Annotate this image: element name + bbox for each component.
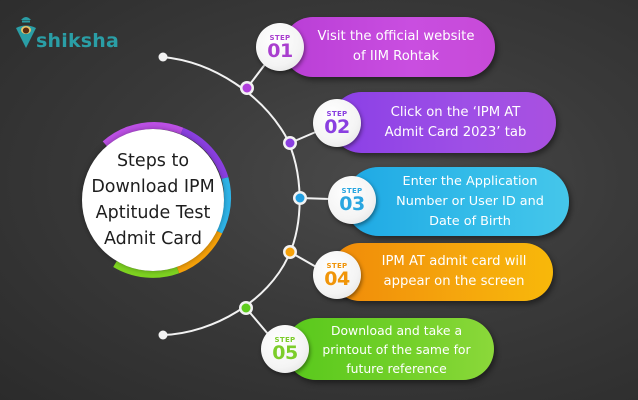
center-title: Steps to Download IPM Aptitude Test Admi… (85, 148, 221, 252)
step-text-line: Number or User ID and (396, 193, 544, 209)
center-title-line: Admit Card (103, 229, 203, 249)
step-05-text: Download and take a printout of the same… (322, 321, 470, 378)
center-title-line: Download IPM (91, 177, 215, 197)
step-text-line: Visit the official website (317, 29, 475, 44)
center-ring (102, 121, 232, 278)
step-02-badge: STEP 02 (313, 99, 361, 147)
center-title-line: Aptitude Test (95, 203, 211, 223)
step-badge-label: STEP (326, 109, 348, 118)
step-text-line: Download and take a (330, 322, 463, 338)
step-text-line: of IIM Rohtak (352, 49, 440, 64)
center-title-circle: Steps to Download IPM Aptitude Test Admi… (82, 129, 224, 271)
step-badge-label: STEP (274, 335, 296, 344)
step-text-line: Admit Card 2023’ tab (384, 124, 527, 140)
timeline-start-dot (158, 52, 168, 62)
step-text-line: future reference (346, 360, 447, 376)
step-badge-number: 03 (339, 192, 365, 215)
step-03-text: Enter the Application Number or User ID … (396, 172, 544, 232)
step-badge-number: 05 (272, 341, 298, 364)
logo-wordmark: shiksha (36, 30, 120, 52)
step-01-card: Visit the official website of IIM Rohtak (283, 17, 495, 77)
step-05-card: Download and take a printout of the same… (285, 318, 494, 380)
step-badge-label: STEP (326, 261, 348, 270)
step-badge-number: 01 (267, 39, 293, 62)
step-02-card: Click on the ‘IPM AT Admit Card 2023’ ta… (331, 92, 556, 153)
timeline-end-dot (158, 330, 168, 340)
shiksha-logo: shiksha (14, 14, 134, 56)
step-text-line: appear on the screen (383, 274, 525, 289)
step-03-card: Enter the Application Number or User ID … (345, 167, 569, 236)
shiksha-pen-nib-icon (16, 17, 36, 48)
step-text-line: Click on the ‘IPM AT (390, 104, 521, 120)
step-01-text: Visit the official website of IIM Rohtak (318, 27, 475, 67)
step-badge-label: STEP (341, 186, 363, 195)
step-05-badge: STEP 05 (261, 325, 309, 373)
center-title-line: Steps to (116, 151, 190, 171)
step-text-line: printout of the same for (322, 341, 471, 357)
step-01-badge: STEP 01 (256, 23, 304, 71)
step-text-line: Date of Birth (429, 213, 511, 229)
step-04-text: IPM AT admit card will appear on the scr… (382, 252, 527, 292)
step-04-card: IPM AT admit card will appear on the scr… (331, 243, 553, 301)
step-badge-number: 02 (324, 115, 350, 138)
timeline-node-dots (239, 81, 307, 315)
step-text-line: Enter the Application (402, 173, 538, 189)
step-04-badge: STEP 04 (313, 251, 361, 299)
step-badge-label: STEP (269, 33, 291, 42)
step-text-line: IPM AT admit card will (381, 254, 527, 269)
step-badge-number: 04 (324, 267, 350, 290)
step-02-text: Click on the ‘IPM AT Admit Card 2023’ ta… (385, 103, 527, 143)
step-03-badge: STEP 03 (328, 176, 376, 224)
